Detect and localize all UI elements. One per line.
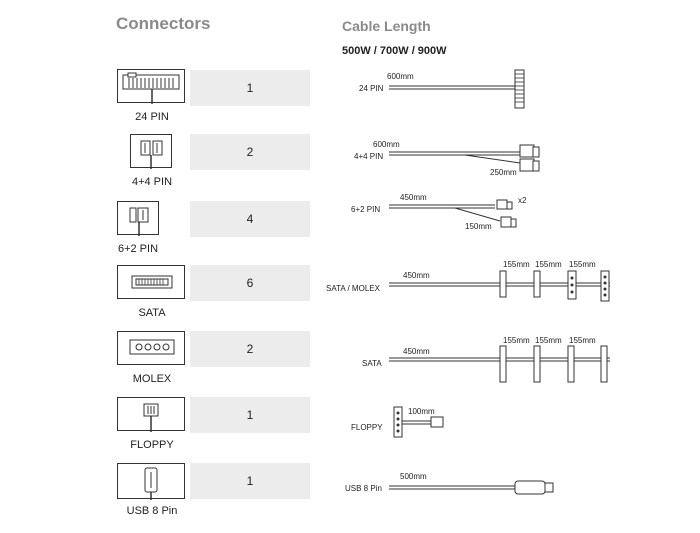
connector-name: 6+2 PIN (117, 243, 159, 255)
24pin-connector-icon (117, 69, 185, 104)
connector-name: 24 PIN (135, 111, 169, 123)
connector-row-44pin: 4+4 PIN 2 600mm 4+4 PIN 250mm (0, 134, 700, 204)
connector-count: 2 (190, 331, 310, 367)
cable-label: SATA (362, 359, 382, 368)
62pin-cable-diagram: 450mm 6+2 PIN x2 150mm (351, 193, 527, 231)
cable-label: 4+4 PIN (354, 152, 383, 161)
connector-count: 1 (190, 70, 310, 106)
sata-cable-diagram: 450mm SATA 155mm 155mm 155mm (362, 336, 610, 383)
cable-length-label: 600mm (373, 140, 400, 149)
connector-name: FLOPPY (130, 439, 174, 451)
connector-count: 4 (190, 201, 310, 237)
cable-length-label: 155mm (503, 336, 530, 345)
sata-molex-cable-diagram: 450mm SATA / MOLEX 155mm 155mm 155mm (326, 261, 610, 302)
connector-row-sata: SATA 6 450mm SATA / MOLEX 155mm 155mm 15… (0, 261, 700, 335)
cable-length-label: 450mm (403, 347, 430, 356)
usb-connector-icon (117, 463, 185, 500)
usb-cable-diagram: 500mm USB 8 Pin (345, 472, 554, 495)
connector-count: 2 (190, 134, 310, 170)
connector-row-62pin: 6+2 PIN 4 450mm 6+2 PIN x2 150mm (0, 193, 700, 271)
connector-row-floppy: FLOPPY 1 FLOPPY 100mm (0, 397, 700, 467)
cable-label: 24 PIN (359, 84, 384, 93)
cable-length-label: 155mm (569, 336, 596, 345)
44pin-connector-icon (130, 134, 172, 169)
connector-count: 1 (190, 397, 310, 433)
cable-length-label: 155mm (535, 261, 562, 269)
62pin-connector-icon (117, 201, 159, 236)
cable-length-label: 450mm (400, 193, 427, 202)
connector-count: 6 (190, 265, 310, 301)
cable-length-label: 150mm (465, 222, 492, 231)
cable-length-label: 250mm (490, 168, 517, 177)
cable-label: FLOPPY (351, 423, 383, 432)
cable-length-title: Cable Length (342, 18, 431, 34)
44pin-cable-diagram: 600mm 4+4 PIN 250mm (354, 140, 540, 177)
connector-row-24pin: 24 PIN 1 600mm 24 PIN (0, 69, 700, 139)
cable-label: 6+2 PIN (351, 205, 380, 214)
connectors-title: Connectors (116, 14, 211, 33)
molex-connector-icon (117, 331, 185, 365)
cable-label: SATA / MOLEX (326, 284, 381, 293)
connector-row-usb: USB 8 Pin 1 500mm USB 8 Pin (0, 463, 700, 533)
connector-count: 1 (190, 463, 310, 499)
cable-length-label: 100mm (408, 407, 435, 416)
cable-length-label: 600mm (387, 72, 414, 81)
cable-length-label: 450mm (403, 271, 430, 280)
wattage-models: 500W / 700W / 900W (342, 45, 447, 57)
connector-row-molex: MOLEX 2 450mm SATA 155mm 155mm 155mm (0, 331, 700, 401)
multiplier-label: x2 (518, 196, 527, 205)
connector-name: SATA (138, 307, 166, 319)
cable-length-label: 500mm (400, 472, 427, 481)
connector-name: 4+4 PIN (131, 176, 173, 188)
cable-label: USB 8 Pin (345, 484, 382, 493)
floppy-cable-diagram: FLOPPY 100mm (351, 406, 444, 438)
sata-connector-icon (117, 265, 185, 299)
cable-length-label: 155mm (569, 261, 596, 269)
connector-name: USB 8 Pin (126, 505, 178, 517)
floppy-connector-icon (117, 397, 185, 432)
connector-name: MOLEX (132, 373, 172, 385)
cable-length-label: 155mm (535, 336, 562, 345)
cable-length-label: 155mm (503, 261, 530, 269)
24pin-cable-diagram: 600mm 24 PIN (359, 69, 525, 109)
